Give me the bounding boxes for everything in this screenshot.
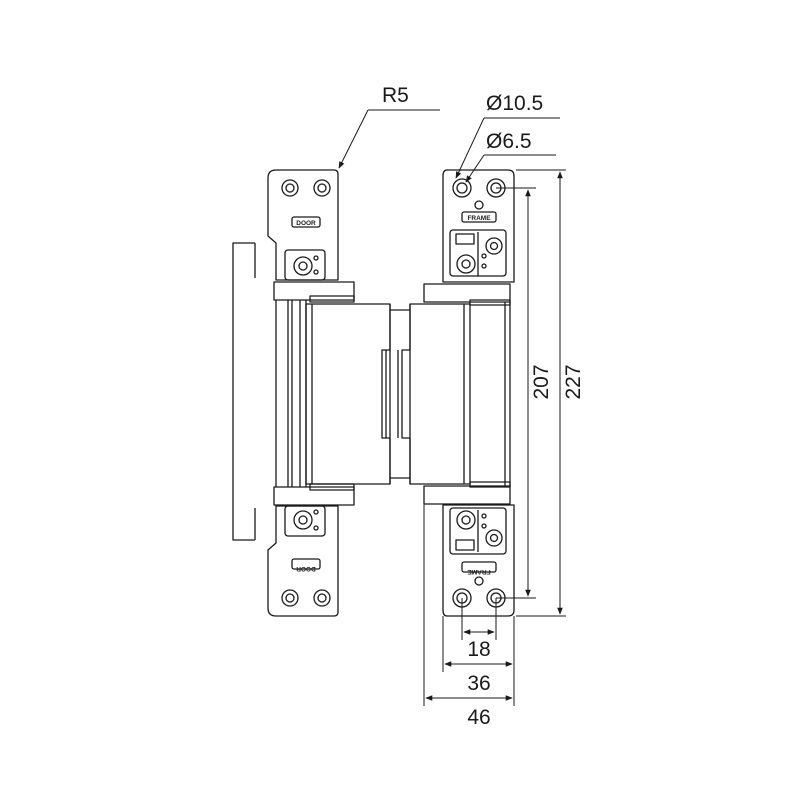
door-channel	[275, 295, 355, 491]
frame-bottom-adjuster	[449, 507, 507, 555]
door-bottom-adjuster	[284, 505, 326, 537]
width-plate-label: 36	[467, 672, 490, 695]
hinge-body-right	[409, 303, 471, 485]
outer-diameter-leader	[455, 117, 560, 179]
radius-leader	[338, 109, 440, 169]
height-inner-label: 207	[530, 364, 553, 399]
door-plate-bottom	[267, 505, 339, 617]
frame-bottom-bracket	[423, 485, 511, 505]
frame-top-screw-holes	[452, 178, 506, 210]
door-plate-top	[267, 169, 339, 281]
door-top-screw-holes	[281, 179, 331, 197]
door-top-bracket	[273, 281, 355, 301]
door-bottom-bracket	[273, 486, 355, 506]
frame-label-box-top	[461, 211, 497, 223]
frame-plate-top	[442, 169, 515, 283]
width-overall-dimension	[423, 502, 515, 706]
door-bottom-screw-holes	[281, 589, 331, 607]
frame-top-bracket	[423, 283, 511, 303]
inner-diameter-leader	[465, 154, 556, 183]
frame-label-top: FRAME	[467, 215, 491, 222]
frame-wing	[423, 169, 515, 617]
hinge-knuckle-body	[305, 303, 471, 485]
hinge-body-left	[305, 303, 391, 485]
frame-label-box-bottom	[461, 561, 497, 573]
width-plate-dimension	[442, 616, 515, 672]
frame-label-bottom: FRAME	[467, 568, 491, 575]
door-top-adjuster	[284, 249, 326, 281]
door-label-top: DOOR	[296, 220, 316, 227]
door-label-box-bottom	[291, 558, 321, 570]
inner-diameter-label: Ø6.5	[486, 130, 532, 153]
height-overall-dimension	[516, 169, 566, 617]
door-wing	[232, 169, 355, 617]
outer-diameter-label: Ø10.5	[486, 92, 543, 115]
door-body-outline	[232, 242, 255, 541]
height-inner-dimension	[496, 187, 536, 599]
frame-bottom-screw-holes	[452, 576, 506, 608]
frame-plate-bottom	[442, 504, 515, 617]
frame-top-adjuster	[449, 229, 507, 277]
door-label-bottom: DOOR	[296, 565, 316, 572]
height-overall-label: 227	[562, 364, 585, 399]
radius-label: R5	[382, 84, 409, 107]
width-holes-dimension	[461, 598, 497, 640]
width-overall-label: 46	[467, 706, 490, 729]
width-holes-label: 18	[467, 638, 490, 661]
door-label-box-top	[291, 216, 321, 228]
